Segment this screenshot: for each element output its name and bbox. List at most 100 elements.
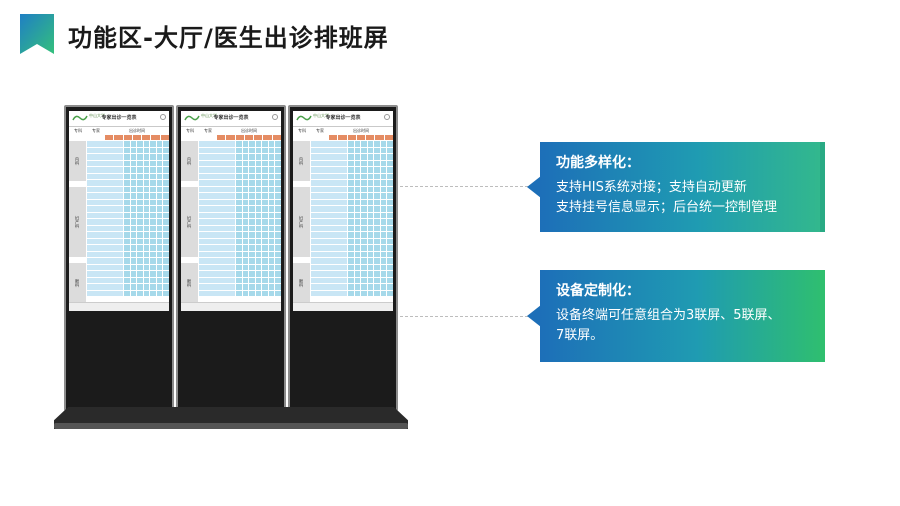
schedule-cell (255, 271, 262, 277)
schedule-cell (387, 232, 393, 238)
table-row (199, 147, 281, 153)
table-row (199, 160, 281, 166)
schedule-cell (374, 264, 380, 270)
schedule-cell (163, 219, 169, 225)
schedule-cell (354, 173, 361, 179)
schedule-cell (137, 154, 143, 160)
doctor-cell (199, 290, 235, 296)
table-row (199, 180, 281, 186)
doctor-cell (311, 245, 347, 251)
weekday-cell (366, 135, 375, 140)
doctor-cell (199, 277, 235, 283)
schedule-cell (124, 258, 130, 264)
schedule-cell (380, 290, 387, 296)
schedule-cell (156, 238, 163, 244)
dept-label: 眼科 (181, 263, 198, 303)
schedule-cell (163, 199, 169, 205)
schedule-cell (262, 173, 268, 179)
schedule-cell (262, 290, 268, 296)
doctor-cell (311, 284, 347, 290)
schedule-cell (137, 160, 143, 166)
schedule-cell (143, 238, 150, 244)
doctor-cell (311, 251, 347, 257)
schedule-cell (137, 193, 143, 199)
schedule-cell (387, 225, 393, 231)
schedule-cell (236, 264, 242, 270)
schedule-cell (361, 238, 367, 244)
table-row (199, 277, 281, 283)
screen-title: 专家出诊一览表 (101, 115, 137, 121)
schedule-cell (268, 212, 275, 218)
table-row (311, 271, 393, 277)
doctor-cell (199, 147, 235, 153)
schedule-cell (124, 206, 130, 212)
schedule-cell (242, 219, 249, 225)
schedule-cell (143, 290, 150, 296)
schedule-cell (156, 251, 163, 257)
schedule-cell (255, 258, 262, 264)
schedule-cell (275, 206, 281, 212)
schedule-cell (150, 147, 156, 153)
doctor-cell (311, 160, 347, 166)
weekday-cell (114, 135, 123, 140)
weekday-cell (105, 135, 114, 140)
schedule-cell (249, 147, 255, 153)
schedule-cell (124, 225, 130, 231)
schedule-cell (354, 180, 361, 186)
schedule-cell (124, 284, 130, 290)
schedule-cell (143, 232, 150, 238)
callout-pointer-1 (527, 176, 541, 198)
schedule-cell (143, 277, 150, 283)
doctor-cell (199, 141, 235, 147)
schedule-cell (380, 284, 387, 290)
schedule-cell (249, 186, 255, 192)
doctor-cell (199, 193, 235, 199)
schedule-cell (150, 173, 156, 179)
schedule-cell (348, 167, 354, 173)
doctor-cell (87, 290, 123, 296)
schedule-cell (387, 284, 393, 290)
schedule-cell (124, 180, 130, 186)
doctor-cell (199, 186, 235, 192)
schedule-cell (236, 232, 242, 238)
schedule-cell (150, 277, 156, 283)
schedule-cell (156, 290, 163, 296)
schedule-cell (249, 232, 255, 238)
table-row (199, 212, 281, 218)
schedule-cell (367, 206, 374, 212)
schedule-cell (242, 258, 249, 264)
table-row (311, 206, 393, 212)
schedule-cell (124, 264, 130, 270)
schedule-cell (387, 180, 393, 186)
schedule-cell (163, 232, 169, 238)
schedule-cell (150, 271, 156, 277)
callout-customization: 设备定制化： 设备终端可任意组合为3联屏、5联屏、 7联屏。 (540, 270, 825, 362)
schedule-cell (348, 147, 354, 153)
schedule-cell (268, 271, 275, 277)
schedule-cell (387, 206, 393, 212)
logo-text: 中山大学 (313, 113, 329, 118)
schedule-cell (249, 141, 255, 147)
doctor-cell (199, 167, 235, 173)
schedule-cell (124, 219, 130, 225)
schedule-cell (249, 264, 255, 270)
schedule-cell (137, 167, 143, 173)
schedule-cell (143, 193, 150, 199)
schedule-cell (361, 141, 367, 147)
schedule-cell (255, 141, 262, 147)
schedule-cell (163, 173, 169, 179)
table-row (311, 147, 393, 153)
table-row (87, 180, 169, 186)
schedule-cell (367, 212, 374, 218)
table-row (199, 199, 281, 205)
weekday-cell (160, 135, 169, 140)
schedule-cell (130, 245, 137, 251)
schedule-cell (348, 193, 354, 199)
schedule-cell (348, 238, 354, 244)
schedule-cell (137, 173, 143, 179)
schedule-cell (348, 219, 354, 225)
schedule-cell (374, 277, 380, 283)
schedule-cell (367, 147, 374, 153)
schedule-cell (262, 186, 268, 192)
doctor-cell (199, 173, 235, 179)
